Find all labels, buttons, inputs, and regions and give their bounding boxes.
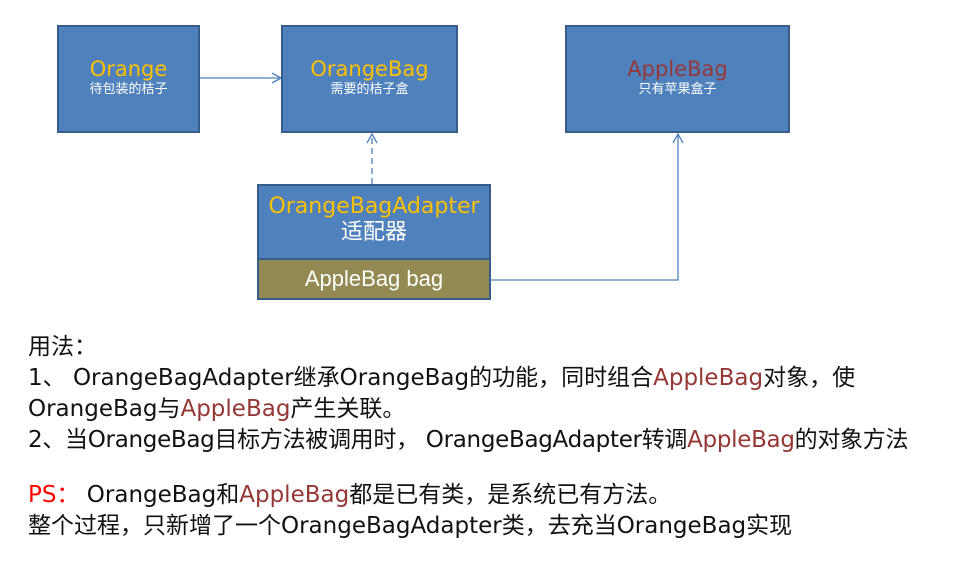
notes-line-4-text-c: 都是已有类，是系统已有方法。 — [349, 482, 672, 508]
notes-line-2-highlight: AppleBag — [180, 396, 291, 422]
notes-line-4-text-a: OrangeBag和 — [79, 482, 240, 508]
adapter-subtitle: 适配器 — [340, 220, 407, 245]
notes-line-5: 整个过程，只新增了一个OrangeBagAdapter类，去充当OrangeBa… — [28, 513, 793, 539]
usage-notes: 用法： 1、 OrangeBagAdapter继承OrangeBag的功能，同时… — [28, 332, 973, 542]
ps-label: PS： — [28, 482, 80, 508]
notes-line-4-highlight: AppleBag — [239, 482, 350, 508]
orange-subtitle: 待包装的桔子 — [89, 82, 168, 97]
notes-heading: 用法： — [28, 334, 97, 360]
orange-box: Orange 待包装的桔子 — [57, 25, 200, 133]
notes-line-2: OrangeBag与AppleBag产生关联。 — [28, 394, 973, 425]
apple-bag-box: AppleBag 只有苹果盒子 — [565, 25, 790, 133]
notes-line-3-highlight: AppleBag — [687, 427, 795, 453]
notes-line-2-text-c: 产生关联。 — [290, 396, 406, 422]
notes-line-2-text-a: OrangeBag与 — [28, 396, 181, 422]
adapter-box: OrangeBagAdapter 适配器 — [257, 184, 491, 260]
notes-line-3-text-a: 2、当OrangeBag目标方法被调用时， OrangeBagAdapter转调 — [28, 427, 688, 453]
apple-bag-subtitle: 只有苹果盒子 — [638, 82, 717, 97]
notes-line-1-highlight: AppleBag — [653, 365, 764, 391]
orange-bag-title: OrangeBag — [310, 57, 429, 81]
orange-title: Orange — [89, 57, 168, 81]
composition-arrow — [491, 132, 684, 281]
notes-line-3: 2、当OrangeBag目标方法被调用时， OrangeBagAdapter转调… — [28, 425, 973, 456]
adapter-title: OrangeBagAdapter — [268, 194, 480, 219]
notes-line-1-text-c: 对象，使 — [763, 365, 856, 391]
notes-line-1-text-a: 1、 OrangeBagAdapter继承OrangeBag的功能，同时组合 — [28, 365, 654, 391]
notes-line-3-text-c: 的对象方法 — [794, 427, 909, 453]
adapter-field: AppleBag bag — [257, 260, 491, 300]
notes-line-1: 1、 OrangeBagAdapter继承OrangeBag的功能，同时组合Ap… — [28, 363, 973, 394]
orange-bag-subtitle: 需要的桔子盒 — [330, 82, 409, 97]
apple-bag-title: AppleBag — [627, 57, 728, 81]
notes-spacer — [28, 456, 973, 480]
orange-bag-box: OrangeBag 需要的桔子盒 — [281, 25, 458, 133]
notes-line-4: PS： OrangeBag和AppleBag都是已有类，是系统已有方法。 — [28, 480, 973, 511]
